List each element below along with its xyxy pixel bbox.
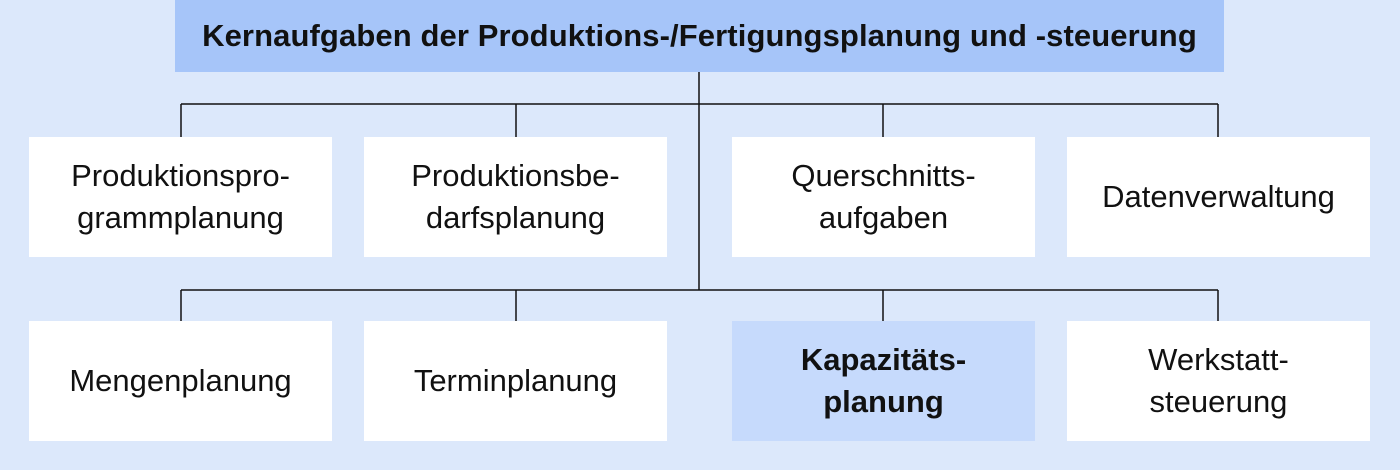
- node-terminplanung: Terminplanung: [364, 321, 667, 441]
- diagram-title: Kernaufgaben der Produktions-/Fertigungs…: [175, 0, 1224, 72]
- node-werkstattsteuerung: Werkstatt- steuerung: [1067, 321, 1370, 441]
- node-produktionsprogrammplanung: Produktionspro- grammplanung: [29, 137, 332, 257]
- node-datenverwaltung: Datenverwaltung: [1067, 137, 1370, 257]
- node-mengenplanung: Mengenplanung: [29, 321, 332, 441]
- node-produktionsbedarfsplanung: Produktionsbe- darfsplanung: [364, 137, 667, 257]
- node-kapazitaetsplanung: Kapazitäts- planung: [732, 321, 1035, 441]
- node-querschnittsaufgaben: Querschnitts- aufgaben: [732, 137, 1035, 257]
